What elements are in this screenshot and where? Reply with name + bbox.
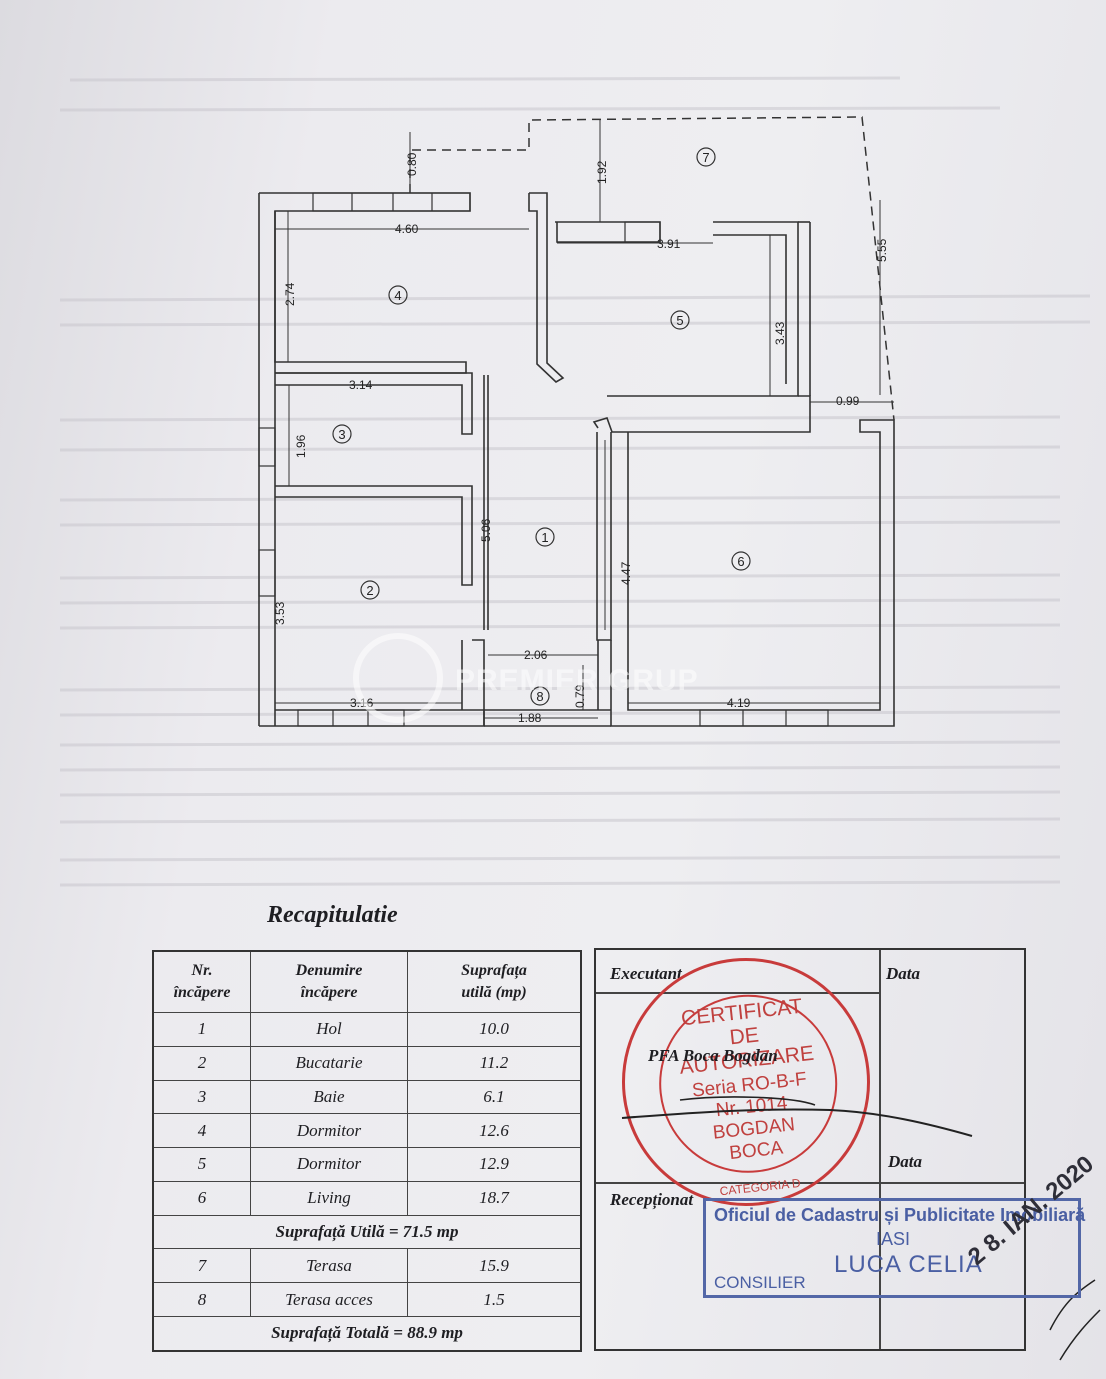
dim-2-74: 2.74 xyxy=(283,282,297,306)
dim-0-99: 0.99 xyxy=(836,394,860,408)
total-row: Suprafață Totală = 88.9 mp xyxy=(152,1315,582,1352)
room-6-number: 6 xyxy=(737,554,744,569)
box-divider-executant xyxy=(596,992,879,994)
room-3-number: 3 xyxy=(338,427,345,442)
ocpi-role: CONSILIER xyxy=(714,1273,806,1292)
data-label-bottom: Data xyxy=(888,1152,922,1171)
floor-plan: 0.80 1.92 4.60 3.91 5.55 2.74 3.43 3.14 … xyxy=(59,76,1091,887)
box-divider-vertical xyxy=(879,950,881,1349)
room-7-number: 7 xyxy=(702,150,709,165)
dim-0-79: 0.79 xyxy=(573,684,587,708)
room-4-number: 4 xyxy=(394,288,401,303)
room-number-circles xyxy=(332,147,751,706)
signature-box: Executant Data Data Recepționat xyxy=(594,948,1026,1351)
executant-label: Executant xyxy=(610,964,682,983)
dim-5-06: 5.06 xyxy=(479,518,493,542)
room-2-number: 2 xyxy=(366,583,373,598)
ocpi-office: Oficiul de Cadastru și Publicitate Imobi… xyxy=(714,1205,1086,1225)
watermark-logo: PREMIER GRUP xyxy=(353,633,699,723)
total-cell: Suprafață Totală = 88.9 mp xyxy=(152,1315,582,1352)
room-1-number: 1 xyxy=(541,530,548,545)
header-nr: Nr.încăpere xyxy=(152,950,251,1013)
box-divider-receptionat xyxy=(596,1182,1024,1184)
room-5-number: 5 xyxy=(676,313,683,328)
ocpi-stamp: Oficiul de Cadastru și Publicitate Imobi… xyxy=(703,1198,1085,1298)
dim-5-55: 5.55 xyxy=(875,238,889,262)
dim-4-47: 4.47 xyxy=(619,561,633,585)
watermark-text: PREMIER GRUP xyxy=(455,664,699,697)
dim-0-80: 0.80 xyxy=(405,152,419,176)
windows xyxy=(258,192,829,727)
recap-title: Recapitulatie xyxy=(267,902,398,928)
dim-3-14: 3.14 xyxy=(349,378,373,392)
dimension-lines xyxy=(274,120,894,719)
ocpi-name: LUCA CELIA xyxy=(834,1251,983,1278)
dim-1-96: 1.96 xyxy=(294,434,308,458)
dim-1-92: 1.92 xyxy=(595,160,609,184)
dim-3-91: 3.91 xyxy=(657,237,681,251)
room-8-number: 8 xyxy=(536,689,543,704)
dim-1-88: 1.88 xyxy=(518,711,542,725)
dim-4-19: 4.19 xyxy=(727,696,751,710)
ocpi-city: IASI xyxy=(876,1229,911,1249)
dim-4-60: 4.60 xyxy=(395,222,419,236)
receptionat-label: Recepționat xyxy=(610,1190,694,1209)
dim-2-06: 2.06 xyxy=(524,648,548,662)
dim-3-43: 3.43 xyxy=(773,321,787,345)
executor-name: PFA Boca Bogdan xyxy=(648,1046,778,1065)
data-label-top: Data xyxy=(886,964,920,983)
dim-3-53: 3.53 xyxy=(273,601,287,625)
